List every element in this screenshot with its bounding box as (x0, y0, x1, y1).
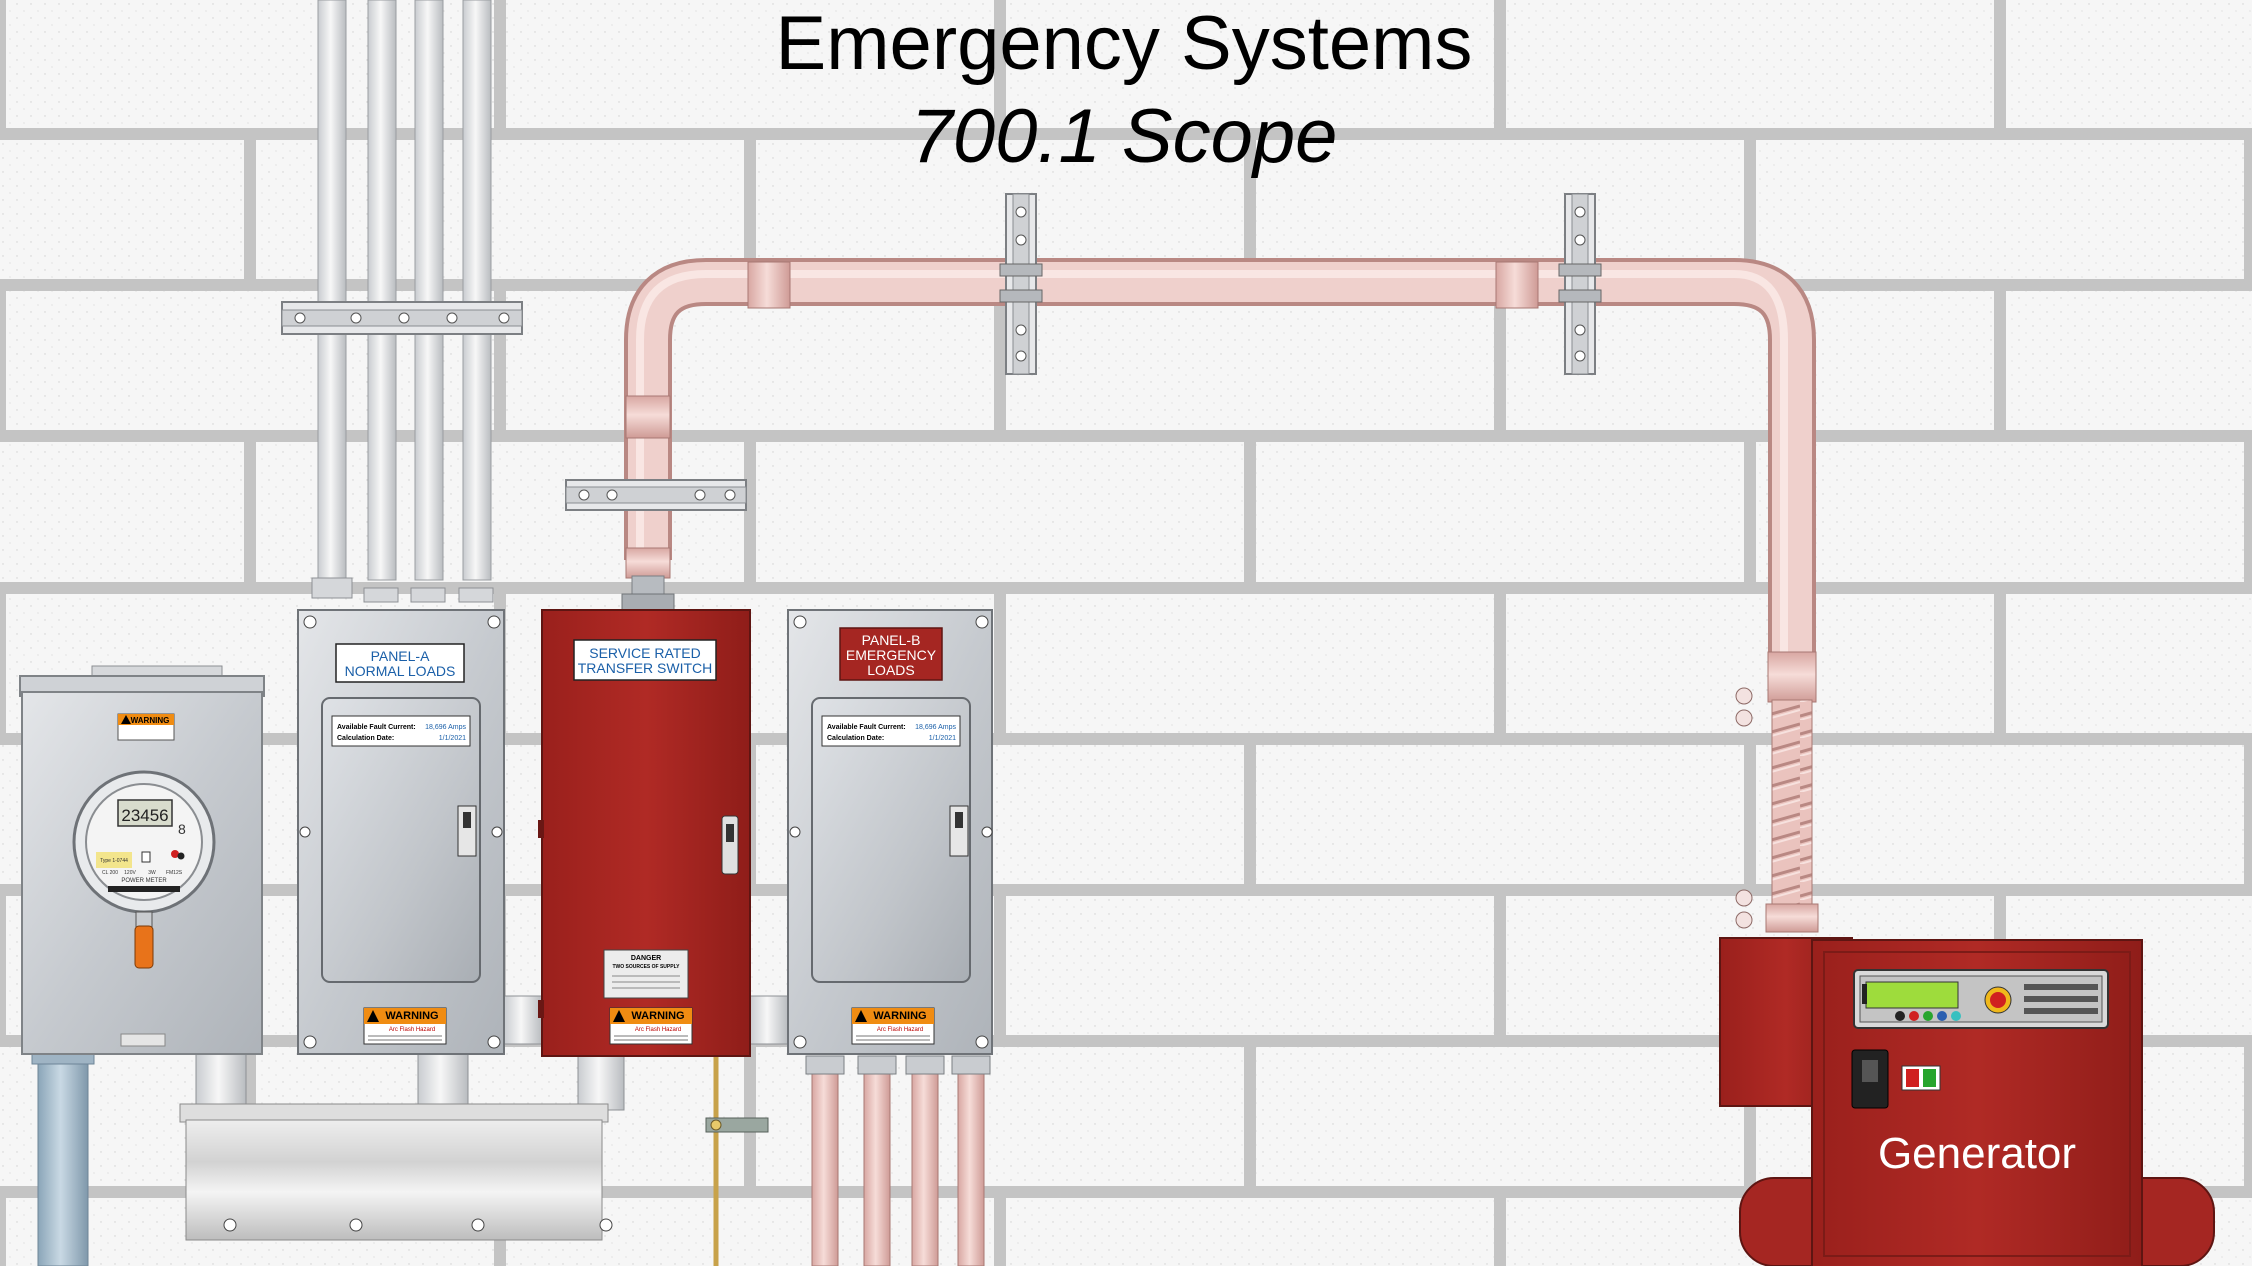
strut-clamp-ats (565, 479, 747, 511)
meter-face (85, 783, 203, 901)
transfer-switch-warning-label: WARNING Arc Flash Hazard (609, 1007, 693, 1045)
svg-text:1/1/2021: 1/1/2021 (439, 735, 466, 742)
svg-text:WARNING: WARNING (385, 1010, 438, 1022)
generator-controller (1853, 969, 2109, 1029)
meter-lcd (117, 799, 173, 827)
svg-text:PANEL-A: PANEL-A (371, 648, 431, 664)
svg-text:NORMAL LOADS: NORMAL LOADS (345, 663, 456, 679)
meter-wire-text: 3W (148, 870, 156, 876)
svg-text:EMERGENCY: EMERGENCY (846, 647, 937, 663)
panel-a-warning-label: WARNING Arc Flash Hazard (363, 1007, 447, 1045)
svg-text:WARNING: WARNING (631, 1010, 684, 1022)
svg-text:TRANSFER SWITCH: TRANSFER SWITCH (578, 660, 713, 676)
meter-type-text: Type 1-0744 (100, 858, 128, 864)
meter-reading: 23456 (121, 806, 168, 825)
svg-text:Calculation Date:: Calculation Date: (827, 735, 884, 742)
svg-text:Arc Flash Hazard: Arc Flash Hazard (877, 1027, 923, 1033)
nipple-meter-trough (195, 1049, 247, 1111)
panel-a-door-latch[interactable] (457, 805, 477, 857)
nipple-ats-panel-b (749, 995, 789, 1045)
panel-b-door (811, 697, 971, 983)
svg-text:WARNING: WARNING (131, 716, 170, 725)
svg-text:Available Fault Current:: Available Fault Current: (827, 724, 906, 731)
strut-hanger-left (999, 193, 1043, 375)
normal-feeder-conduits (311, 0, 494, 603)
panel-b-door-latch[interactable] (949, 805, 969, 857)
emergency-feeder-conduit (621, 258, 1819, 933)
svg-text:Available Fault Current:: Available Fault Current: (337, 724, 416, 731)
panel-a-door (321, 697, 481, 983)
diagram-subtitle: 700.1 Scope (911, 94, 1338, 179)
panel-a-enclosure: PANEL-A NORMAL LOADS Available Fault Cur… (297, 609, 505, 1055)
diagram-title: Emergency Systems (776, 1, 1473, 86)
panel-a-fault-label: Available Fault Current: 18,696 Amps Cal… (331, 715, 471, 747)
meter-warning-label: WARNING (117, 713, 175, 741)
panel-b-label: PANEL-B EMERGENCY LOADS (839, 627, 943, 681)
svg-text:DANGER: DANGER (631, 955, 661, 962)
svg-text:WARNING: WARNING (873, 1010, 926, 1022)
service-conduit (31, 1049, 95, 1266)
transfer-switch-enclosure: SERVICE RATED TRANSFER SWITCH DANGER TWO… (538, 609, 751, 1057)
nipple-ats-trough (577, 1051, 625, 1111)
svg-text:18,696 Amps: 18,696 Amps (915, 724, 956, 731)
panel-b-branch-conduits (805, 1055, 991, 1266)
svg-text:SERVICE RATED: SERVICE RATED (589, 645, 701, 661)
svg-text:Arc Flash Hazard: Arc Flash Hazard (635, 1027, 681, 1033)
svg-text:Arc Flash Hazard: Arc Flash Hazard (389, 1027, 435, 1033)
panel-a-label: PANEL-A NORMAL LOADS (335, 643, 465, 683)
meter-label-text: POWER METER (121, 878, 167, 884)
ground-wire (705, 1054, 769, 1266)
svg-text:18,696 Amps: 18,696 Amps (425, 724, 466, 731)
panel-b-warning-label: WARNING Arc Flash Hazard (851, 1007, 935, 1045)
generator-lcd (1865, 981, 1959, 1009)
generator-label: Generator (1878, 1129, 2076, 1178)
meter-glyph: 8 (178, 821, 186, 837)
strut-clamp-panel-a (281, 301, 523, 335)
meter-class-text: CL 200 (102, 870, 118, 876)
panel-b-fault-label: Available Fault Current: 18,696 Amps Cal… (821, 715, 961, 747)
meter-freq-text: FM12S (166, 870, 183, 876)
generator: Generator (1719, 937, 2215, 1266)
meter-enclosure: WARNING 23456 Type 1-0744 CL 200 120V 3W… (19, 665, 265, 1055)
nipple-panel-a-ats (503, 995, 543, 1045)
transfer-switch-danger-label: DANGER TWO SOURCES OF SUPPLY (603, 949, 689, 999)
wireway-trough (179, 1103, 613, 1241)
panel-b-enclosure: PANEL-B EMERGENCY LOADS Available Fault … (787, 609, 993, 1055)
svg-text:TWO SOURCES OF SUPPLY: TWO SOURCES OF SUPPLY (612, 964, 680, 970)
transfer-switch-label: SERVICE RATED TRANSFER SWITCH (573, 639, 717, 681)
svg-text:Calculation Date:: Calculation Date: (337, 735, 394, 742)
nipple-panel-a-trough (417, 1049, 469, 1111)
svg-text:PANEL-B: PANEL-B (862, 632, 921, 648)
svg-text:LOADS: LOADS (867, 662, 914, 678)
meter-volts-text: 120V (124, 870, 136, 876)
strut-hanger-right (1558, 193, 1602, 375)
meter-seal-tag (134, 925, 154, 969)
meter-nameplate (96, 852, 132, 868)
svg-text:1/1/2021: 1/1/2021 (929, 735, 956, 742)
